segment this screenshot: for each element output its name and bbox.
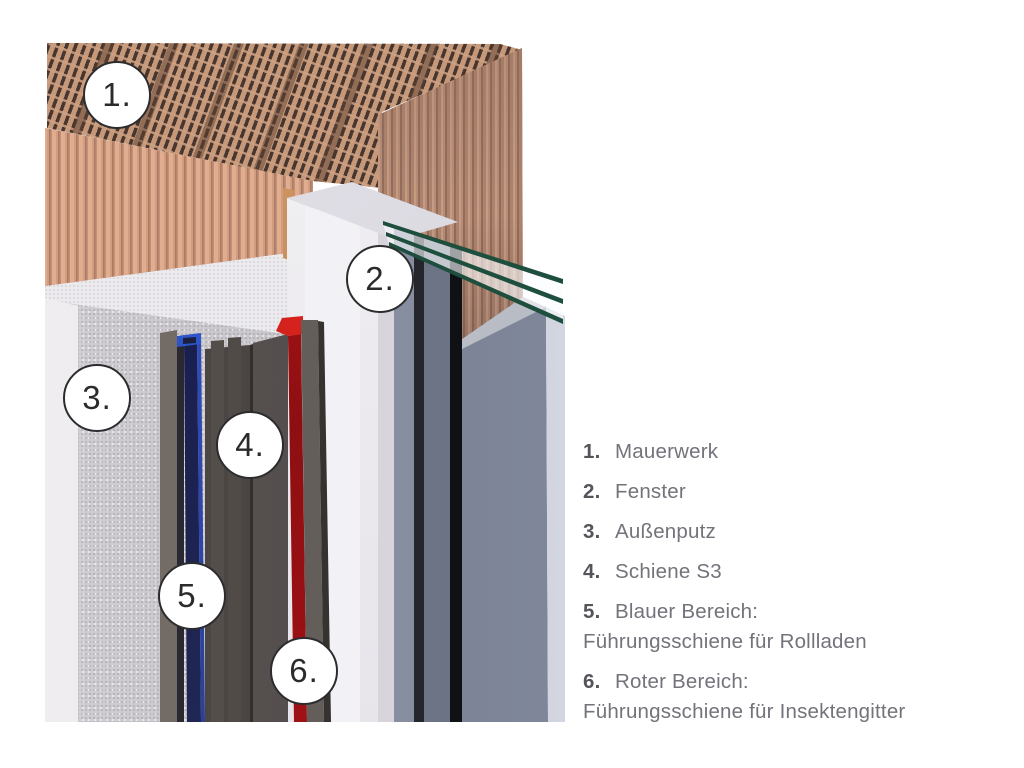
legend-item-mauerwerk: 1. Mauerwerk (583, 437, 1013, 467)
legend-item-label: Roter Bereich: (615, 670, 749, 693)
legend-item-number: 1. (583, 440, 601, 463)
legend-item-blauer-bereich: 5. Blauer Bereich: Führungsschiene für R… (583, 597, 1013, 657)
legend-item-number: 2. (583, 480, 601, 503)
callout-4: 4. (216, 411, 284, 479)
legend-item-number: 5. (583, 600, 601, 623)
callout-2: 2. (346, 245, 414, 313)
legend-item-detail: Führungsschiene für Insektengitter (583, 700, 906, 723)
legend: 1. Mauerwerk 2. Fenster 3. Außenputz 4. … (583, 437, 1013, 737)
legend-item-number: 4. (583, 560, 601, 583)
legend-item-fenster: 2. Fenster (583, 477, 1013, 507)
legend-item-label: Blauer Bereich: (615, 600, 759, 623)
legend-item-schiene: 4. Schiene S3 (583, 557, 1013, 587)
callout-1: 1. (83, 61, 151, 129)
callout-4-label: 4. (235, 426, 265, 463)
legend-item-number: 3. (583, 520, 601, 543)
callout-3-label: 3. (82, 379, 112, 416)
callout-5-label: 5. (177, 577, 207, 614)
callout-5: 5. (158, 562, 226, 630)
callout-6-label: 6. (289, 652, 319, 689)
legend-item-label: Fenster (615, 480, 686, 503)
legend-item-aussenputz: 3. Außenputz (583, 517, 1013, 547)
legend-item-label: Mauerwerk (615, 440, 719, 463)
callout-3: 3. (63, 364, 131, 432)
legend-item-label: Schiene S3 (615, 560, 722, 583)
callout-1-label: 1. (102, 76, 132, 113)
legend-item-label: Außenputz (615, 520, 716, 543)
legend-item-roter-bereich: 6. Roter Bereich: Führungsschiene für In… (583, 667, 1013, 727)
legend-item-number: 6. (583, 670, 601, 693)
callout-2-label: 2. (365, 260, 395, 297)
callout-6: 6. (270, 637, 338, 705)
legend-item-detail: Führungsschiene für Rollladen (583, 630, 867, 653)
